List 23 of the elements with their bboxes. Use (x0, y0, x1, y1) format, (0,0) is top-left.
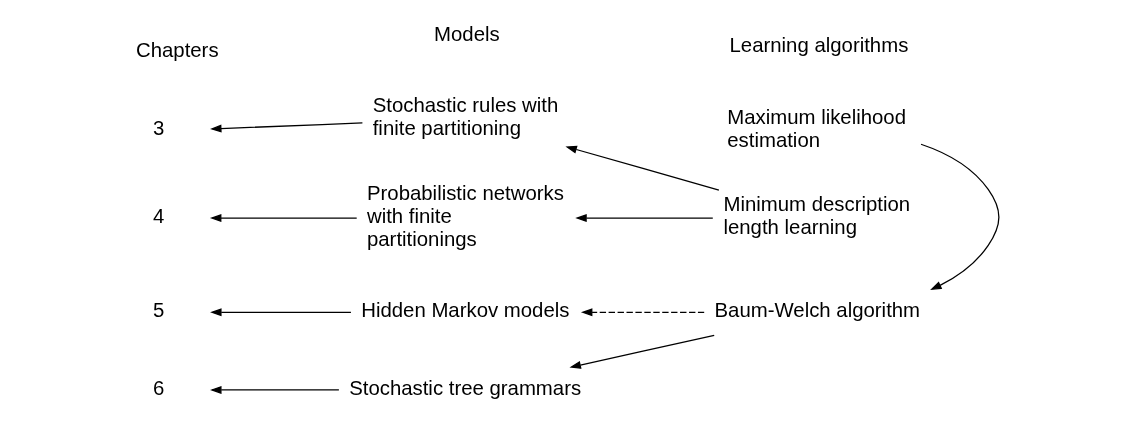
label: Models (433, 22, 500, 45)
node-text: 5 (152, 299, 164, 322)
label: Chapters (135, 39, 219, 62)
node-text: 3 (152, 117, 164, 140)
arrow (919, 143, 999, 291)
label: Learning algorithms (729, 34, 908, 57)
arrow (574, 214, 713, 223)
arrow (209, 122, 363, 133)
arrow (209, 385, 340, 394)
arrow (209, 308, 352, 317)
node-text: Minimum description length learning (722, 193, 910, 239)
arrow (568, 334, 715, 369)
node-text: Hidden Markov models (360, 299, 569, 322)
node-text: Probabilistic networks with finite partitionings (366, 182, 564, 250)
arrow (209, 214, 357, 223)
node-text: Maximum likelihood estimation (726, 105, 906, 151)
node-text: Stochastic tree grammars (348, 376, 581, 399)
node-text: 6 (152, 376, 164, 399)
node-text: 4 (152, 204, 164, 227)
arrow (580, 308, 705, 317)
node-text: Baum-Welch algorithm (714, 299, 920, 322)
arrow (564, 145, 720, 191)
node-text: Stochastic rules with finite partitioning (372, 94, 558, 140)
